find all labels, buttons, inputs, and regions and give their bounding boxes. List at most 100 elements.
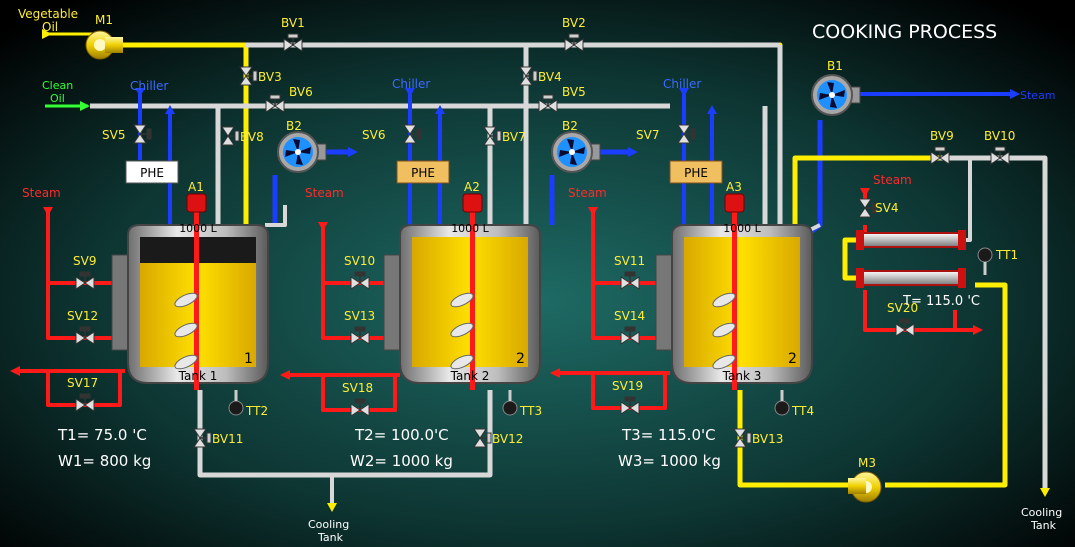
valve-label: SV10 (344, 254, 375, 268)
valve-sv11[interactable]: SV11 (614, 254, 645, 290)
tank3-weight-readout: W3= 1000 kg (618, 452, 721, 470)
valve-sv6[interactable]: SV6 (362, 124, 422, 144)
valve-sv12[interactable]: SV12 (67, 309, 98, 345)
valve-icon (620, 326, 640, 345)
arrow-icon (860, 188, 870, 197)
fan-blade-icon (832, 90, 845, 97)
valve-bv13[interactable]: BV13 (733, 428, 783, 448)
valve-bv12[interactable]: BV12 (473, 428, 523, 448)
tank1-temp-readout: T1= 75.0 'C (57, 426, 147, 444)
fan-blade-icon (296, 152, 303, 165)
motor-m3[interactable] (848, 471, 882, 503)
arrow-icon (973, 325, 983, 335)
tank-capacity-label: 1000 L (451, 222, 489, 235)
phe-label: PHE (684, 166, 708, 180)
chiller-label-3: Chiller (663, 77, 701, 91)
valve-icon (858, 198, 877, 218)
valve-sv19[interactable]: SV19 (612, 379, 643, 415)
valve-sv13[interactable]: SV13 (344, 309, 375, 345)
valve-bv8[interactable]: BV8 (221, 126, 264, 146)
m1-label: M1 (95, 13, 113, 27)
phe-1[interactable]: PHE (125, 160, 179, 184)
labels: Vegetable Oil Clean Oil M1 M3 B1 B2 B2 C… (18, 7, 1062, 544)
blower-b2a[interactable] (277, 131, 327, 173)
valve-label: BV11 (212, 432, 243, 446)
sensor-label: TT3 (519, 404, 542, 418)
valve-sv9[interactable]: SV9 (73, 254, 96, 290)
valve-label: SV6 (362, 128, 385, 142)
arrow-icon (43, 207, 53, 216)
tank-name-label: Tank 2 (450, 369, 490, 383)
valve-label: SV20 (887, 301, 918, 315)
heat-exchanger[interactable] (856, 230, 966, 288)
valve-sv17[interactable]: SV17 (67, 376, 98, 412)
valve-sv5[interactable]: SV5 (102, 124, 152, 144)
chiller-label-2: Chiller (392, 77, 430, 91)
agitator-motor-icon[interactable] (462, 193, 483, 213)
valve-bv9[interactable]: BV9 (930, 129, 954, 165)
temperature-sensor-icon[interactable] (502, 400, 518, 416)
impeller-blade (174, 292, 198, 308)
valve-bv3[interactable]: BV3 (239, 66, 282, 86)
vegetable-oil-label: Vegetable (18, 7, 78, 21)
hx-feed (792, 155, 940, 225)
tank-name-label: Tank 3 (722, 369, 762, 383)
temperature-sensor-icon[interactable] (774, 400, 790, 416)
phe-2[interactable]: PHE (396, 160, 450, 184)
phe-3[interactable]: PHE (669, 160, 723, 184)
b2-label: B2 (286, 119, 302, 133)
temperature-sensor-icon[interactable] (228, 400, 244, 416)
valve-bv7[interactable]: BV7 (483, 126, 526, 146)
valve-bv2[interactable]: BV2 (562, 16, 586, 52)
valve-label: BV8 (240, 130, 264, 144)
blower-b2b[interactable] (551, 131, 601, 173)
page-title: COOKING PROCESS (812, 21, 997, 43)
valve-bv11[interactable]: BV11 (193, 428, 243, 448)
valve-sv14[interactable]: SV14 (614, 309, 645, 345)
valve-label: BV3 (258, 70, 282, 84)
blower-b1[interactable] (811, 74, 861, 116)
valve-bv6[interactable]: BV6 (265, 85, 313, 113)
valve-sv18[interactable]: SV18 (342, 381, 373, 417)
agitator-motor-icon[interactable] (186, 193, 207, 213)
valve-icon (620, 396, 640, 415)
vent-1 (265, 205, 287, 227)
valve-sv20[interactable]: SV20 (887, 301, 918, 337)
valve-label: SV17 (67, 376, 98, 390)
fan-blade-icon (570, 152, 577, 165)
agitator-motor-icon[interactable] (724, 193, 745, 213)
valve-bv10[interactable]: BV10 (984, 129, 1015, 165)
valve-sv4[interactable]: SV4 (858, 198, 898, 218)
tank-capacity-label: 1000 L (723, 222, 761, 235)
valve-label: SV7 (636, 128, 659, 142)
valve-label: SV14 (614, 309, 645, 323)
valve-sv7[interactable]: SV7 (636, 124, 696, 144)
valve-sv10[interactable]: SV10 (344, 254, 375, 290)
arrow-icon (80, 101, 90, 111)
valve-bv4[interactable]: BV4 (519, 66, 562, 86)
valve-label: SV12 (67, 309, 98, 323)
tank-number-label: 1 (244, 351, 253, 367)
impeller-blade (174, 322, 198, 338)
valve-bv1[interactable]: BV1 (281, 16, 305, 52)
valve-icon (133, 124, 152, 144)
arrow-icon (1010, 89, 1020, 99)
agitator-label: A2 (464, 180, 480, 194)
impeller-blade (712, 354, 736, 370)
valve-icon (221, 126, 240, 146)
valve-icon (930, 146, 950, 165)
valve-bv5[interactable]: BV5 (538, 85, 586, 113)
valve-icon (733, 428, 752, 448)
fan-blade-icon (285, 150, 298, 157)
tank2-temp-readout: T2= 100.0'C (354, 426, 449, 444)
motor-m1[interactable] (85, 30, 123, 60)
valve-icon (538, 94, 558, 113)
arrow-icon (348, 147, 358, 157)
blowers (277, 74, 861, 173)
tank2-weight-readout: W2= 1000 kg (350, 452, 453, 470)
sensor-tt1[interactable] (977, 247, 993, 275)
